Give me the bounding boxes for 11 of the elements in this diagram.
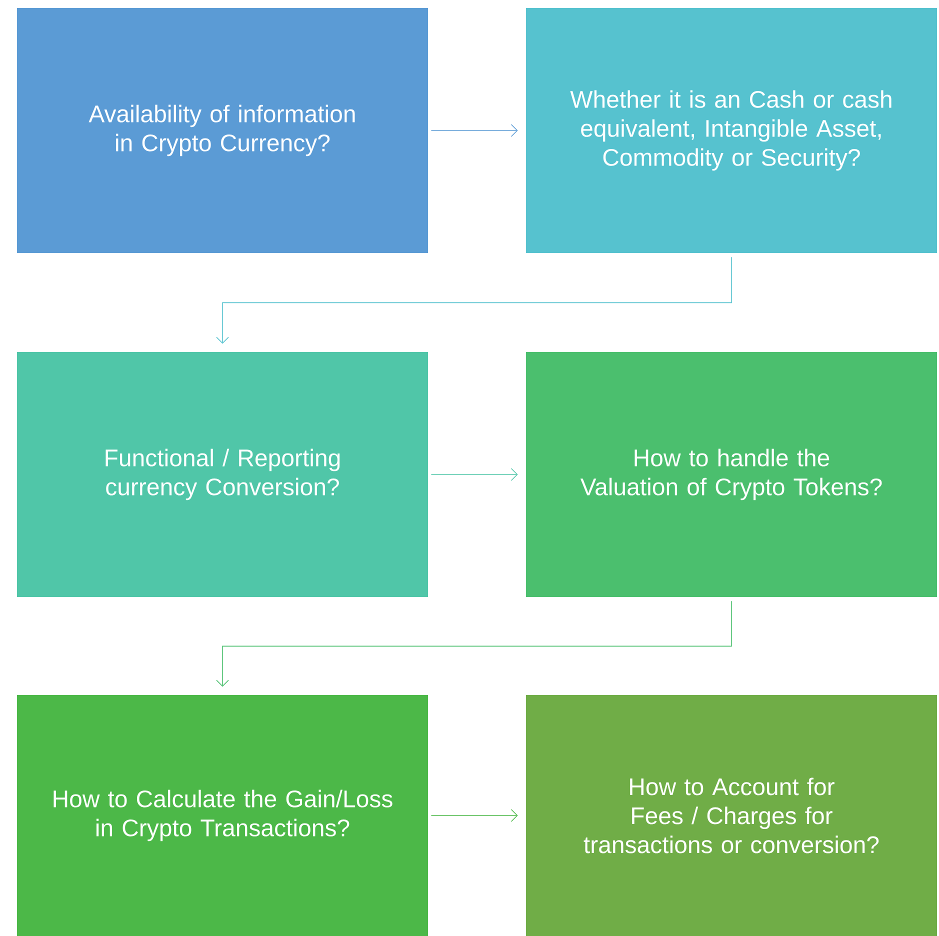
process-box: Whether it is an Cash or cash equivalent, Intangible Asset, Commodity or Security? [526,8,937,253]
process-box: Functional / Reporting currency Conversion? [17,352,428,597]
process-box: How to Account for Fees / Charges for transactions or conversion? [526,694,937,936]
arrow [430,124,518,137]
process-box: How to Calculate the Gain/Loss in Crypto Transactions? [17,694,428,936]
arrow [216,600,732,687]
process-box: Availability of information in Crypto Currency? [17,8,428,253]
arrow [430,468,518,481]
arrow [216,256,732,344]
process-box: How to handle the Valuation of Crypto Tokens? [526,352,937,597]
arrow [430,809,518,822]
